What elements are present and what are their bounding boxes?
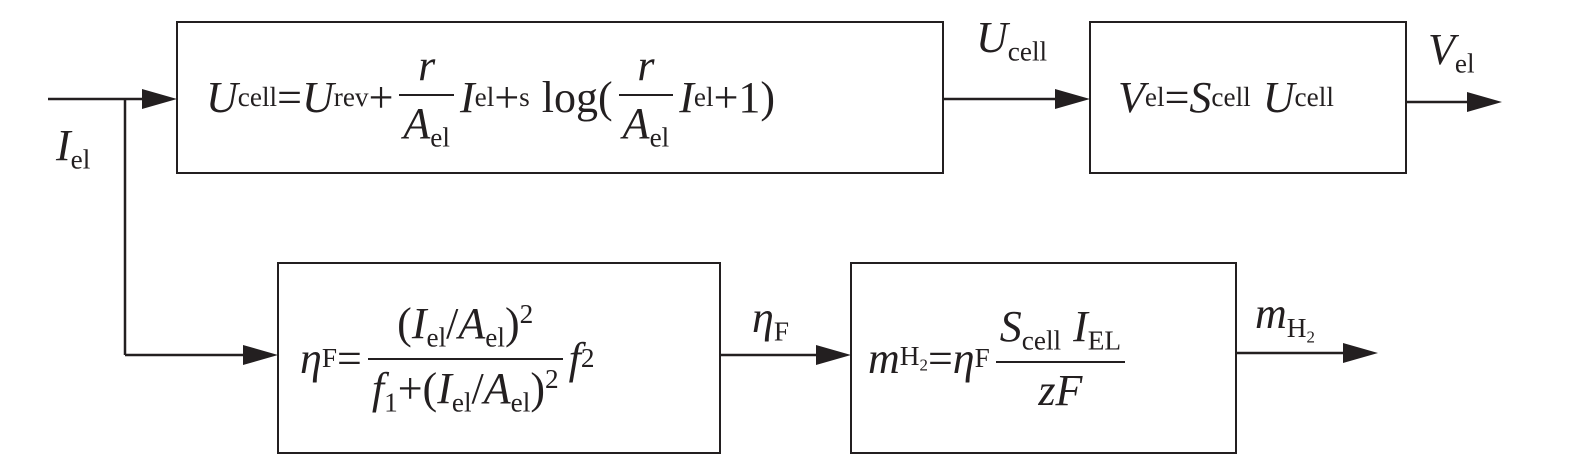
i-symbol: I xyxy=(679,72,694,122)
arrow-v-el-output xyxy=(1467,92,1502,112)
plus-sign: + xyxy=(494,72,520,122)
s-subscript: s xyxy=(519,81,530,112)
el-subscript: el xyxy=(485,322,505,353)
i-symbol: I xyxy=(459,72,475,122)
m-h2-output-label: mH2 xyxy=(1255,289,1315,347)
cell-subscript: cell xyxy=(1021,325,1062,356)
faraday-efficiency-block xyxy=(277,262,721,454)
el-subscript: el xyxy=(693,81,714,112)
f-subscript: F xyxy=(321,343,337,374)
cell-subscript: cell xyxy=(1294,81,1334,112)
el-subscript: EL xyxy=(1087,325,1122,356)
u-symbol: U xyxy=(301,72,334,122)
el-subscript: el xyxy=(1144,81,1165,112)
fraction-bar xyxy=(618,93,674,96)
m-symbol: m xyxy=(868,334,900,383)
s-symbol: S xyxy=(999,302,1022,351)
plus-one-close: +1) xyxy=(713,72,776,122)
cell-voltage-block xyxy=(176,21,944,174)
fraction-bar xyxy=(399,93,454,96)
arrow-into-faraday-block xyxy=(243,345,278,365)
squared-exponent: 2 xyxy=(545,364,559,394)
el-subscript: el xyxy=(510,387,531,418)
equals-sign: = xyxy=(277,72,302,122)
r-over-a-fraction: r Ael xyxy=(399,40,454,153)
eta-symbol: η xyxy=(300,334,322,383)
arrow-into-hydrogen-block xyxy=(816,345,851,365)
log-function: log( xyxy=(541,72,613,122)
el-subscript: el xyxy=(426,322,447,353)
arrow-into-voltage-block xyxy=(142,89,177,109)
squared-exponent: 2 xyxy=(519,299,534,329)
v-symbol: V xyxy=(1118,72,1145,122)
faraday-constant-symbol: F xyxy=(1055,366,1083,415)
i-symbol: I xyxy=(411,299,427,348)
a-symbol: A xyxy=(458,299,486,348)
el-subscript: el xyxy=(430,122,450,153)
arrow-m-h2-output xyxy=(1343,343,1378,363)
eta-symbol: η xyxy=(952,334,975,383)
u-cell-signal-label: Ucell xyxy=(976,13,1048,67)
hydrogen-fraction: Scell IEL zF xyxy=(995,302,1126,415)
f-subscript: F xyxy=(974,343,990,374)
i-el-input-label: Iel xyxy=(56,121,91,175)
v-el-output-label: Vel xyxy=(1428,25,1475,79)
equals-sign: = xyxy=(1164,72,1190,122)
cell-subscript: cell xyxy=(1211,81,1251,112)
h2-subscript: H2 xyxy=(899,341,928,375)
s-symbol: S xyxy=(1189,72,1212,122)
efficiency-fraction: (Iel/Ael)2 f1+(Iel/Ael)2 xyxy=(367,299,563,418)
f1-symbol: f xyxy=(371,364,385,413)
eta-f-signal-label: ηF xyxy=(752,293,789,347)
equals-sign: = xyxy=(927,334,953,383)
r-symbol: r xyxy=(418,40,436,90)
plus-sign: + xyxy=(368,72,394,122)
i-symbol: I xyxy=(1073,302,1088,351)
equals-sign: = xyxy=(337,334,362,383)
hydrogen-production-block xyxy=(850,262,1237,454)
f2-symbol: f xyxy=(568,334,581,383)
fraction-bar xyxy=(995,361,1126,363)
r-symbol: r xyxy=(637,40,655,90)
a-symbol: A xyxy=(483,364,511,413)
r-over-a-fraction: r Ael xyxy=(618,40,674,153)
a-symbol: A xyxy=(403,98,431,148)
i-symbol: I xyxy=(437,364,452,413)
el-subscript: el xyxy=(649,122,670,153)
rev-subscript: rev xyxy=(333,81,369,112)
stack-voltage-block xyxy=(1089,21,1407,174)
arrow-into-stack-block xyxy=(1055,89,1090,109)
el-subscript: el xyxy=(474,81,495,112)
u-symbol: U xyxy=(1262,72,1295,122)
cell-subscript: cell xyxy=(237,81,278,112)
el-subscript: el xyxy=(451,387,472,418)
one-subscript: 1 xyxy=(384,387,398,418)
z-symbol: z xyxy=(1038,366,1056,415)
two-subscript: 2 xyxy=(580,343,595,374)
fraction-bar xyxy=(367,358,563,360)
a-symbol: A xyxy=(622,98,650,148)
u-symbol: U xyxy=(206,72,238,122)
